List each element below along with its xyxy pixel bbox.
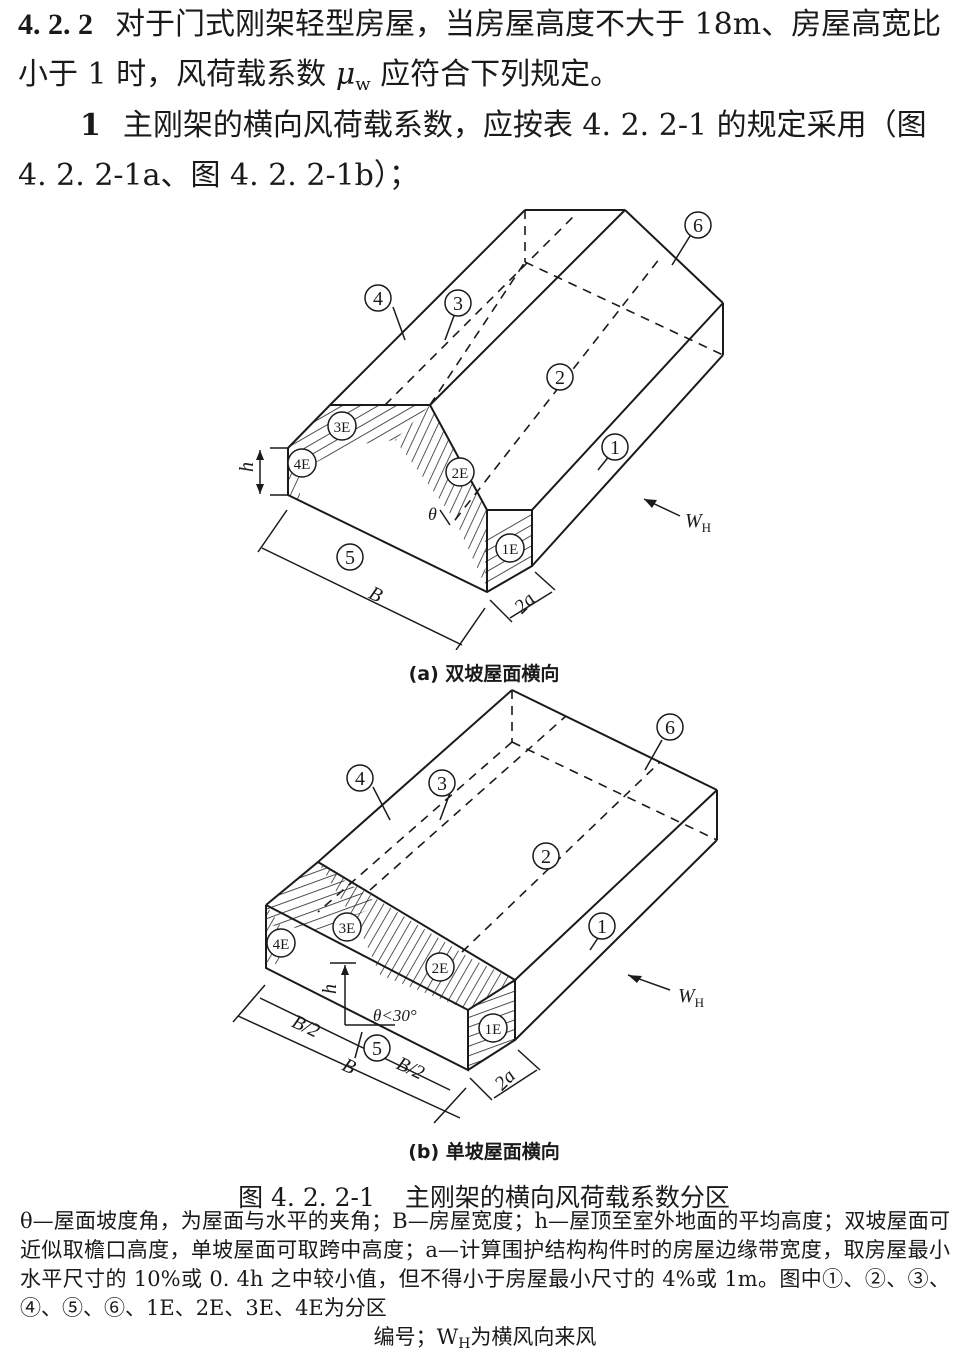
zone-3-label-a: 3 — [453, 293, 463, 315]
zone-2E-label-a: 2E — [452, 466, 469, 482]
zone-3-label-b: 3 — [437, 773, 447, 795]
zone-2-label-a: 2 — [555, 367, 565, 389]
figure-number: 图 4. 2. 2-1 — [238, 1183, 375, 1212]
zone-3E-label-b: 3E — [339, 921, 356, 937]
figure-a-gable-roof-diagram: 6 4 3 2 1 3E 4E 2E 1E 5 h B 2a θ WH — [236, 209, 724, 650]
dim-half-B-left-b: B/2 — [289, 1011, 323, 1043]
figure-b-monoslope-roof-diagram: 6 4 3 2 1 3E 4E 2E 1E 5 h B/2 B B/2 2a θ… — [232, 689, 718, 1124]
zone-6-label-b: 6 — [665, 717, 675, 739]
zone-4-label-a: 4 — [373, 288, 383, 310]
zone-1E-label-b: 1E — [485, 1022, 502, 1038]
dim-theta-a: θ — [428, 504, 437, 524]
dim-2a-a: 2a — [510, 588, 540, 618]
zone-1-label-b: 1 — [597, 916, 607, 938]
clause-number: 4. 2. 2 — [18, 8, 93, 41]
zone-2-label-b: 2 — [541, 846, 551, 868]
wind-label-b: WH — [678, 985, 704, 1010]
zone-1E-label-a: 1E — [502, 542, 519, 558]
zone-4E-label-b: 4E — [273, 937, 290, 953]
zone-3E-label-a: 3E — [334, 420, 351, 436]
zone-5-label-a: 5 — [345, 547, 355, 569]
figure-b-caption: (b) 单坡屋面横向 — [408, 1141, 560, 1163]
notes-last-line: 编号；WH为横风向来风 — [373, 1325, 597, 1352]
zone-4-label-b: 4 — [355, 768, 365, 790]
clause-text-b: 应符合下列规定。 — [370, 57, 621, 92]
dim-half-B-right-b: B/2 — [393, 1053, 427, 1085]
figure-title: 图 4. 2. 2-1 主刚架的横向风荷载系数分区 — [0, 1178, 968, 1214]
figure-title-text: 主刚架的横向风荷载系数分区 — [404, 1183, 730, 1212]
item-1-text: 主刚架的横向风荷载系数，应按表 4. 2. 2-1 的规定采用（图 4. 2. … — [18, 108, 927, 193]
dim-h-b: h — [319, 984, 341, 994]
clause-text-a: 对于门式刚架轻型房屋，当房屋高度不大于 18m、房屋高宽比小于 1 时，风荷载系… — [18, 7, 942, 92]
zone-6-label-a: 6 — [693, 215, 703, 237]
dim-2a-b: 2a — [490, 1065, 520, 1095]
zone-4E-label-a: 4E — [294, 457, 311, 473]
figure-notes: θ—屋面坡度角，为屋面与水平的夹角；B—房屋宽度；h—屋顶至室外地面的平均高度；… — [20, 1207, 950, 1359]
wind-label-a: WH — [685, 510, 711, 535]
item-1-number: 1 — [80, 108, 101, 143]
dim-B-b: B — [339, 1054, 359, 1079]
notes-text: θ—屋面坡度角，为屋面与水平的夹角；B—房屋宽度；h—屋顶至室外地面的平均高度；… — [20, 1209, 950, 1320]
dim-theta-b: θ<30° — [373, 1006, 417, 1025]
mu-symbol: μ — [335, 57, 356, 92]
zone-1-label-a: 1 — [610, 437, 620, 459]
zone-5-label-b: 5 — [372, 1038, 382, 1060]
dim-B-a: B — [365, 582, 385, 607]
dim-h-a: h — [236, 462, 258, 472]
figure-a-caption: (a) 双坡屋面横向 — [408, 663, 560, 685]
mu-subscript: w — [355, 74, 371, 95]
zone-2E-label-b: 2E — [432, 961, 449, 977]
